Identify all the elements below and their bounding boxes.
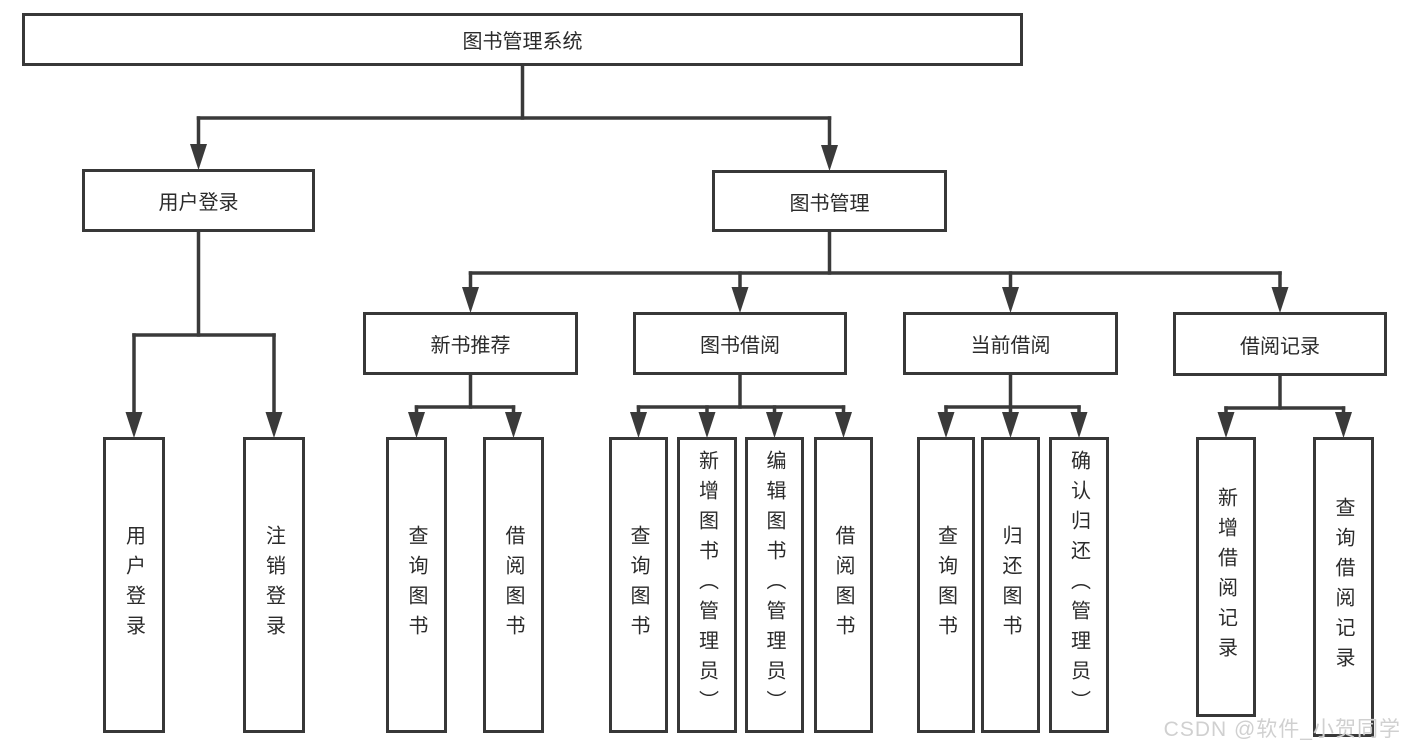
arrowhead-icon (1271, 287, 1289, 313)
node-leaf-logout: 注销登录 (243, 437, 305, 733)
arrowhead-icon (125, 412, 143, 438)
node-leaf-query-book-3: 查询图书 (917, 437, 975, 733)
arrowhead-icon (505, 412, 522, 438)
node-root: 图书管理系统 (22, 13, 1023, 66)
arrowhead-icon (630, 412, 647, 438)
arrowhead-icon (1070, 412, 1088, 438)
arrowhead-icon (408, 412, 425, 438)
node-leaf-add-record: 新增借阅记录 (1196, 437, 1256, 717)
node-book-borrow: 图书借阅 (633, 312, 847, 375)
node-current-borrow: 当前借阅 (903, 312, 1118, 375)
arrowhead-icon (1002, 287, 1019, 313)
arrowhead-icon (265, 412, 283, 438)
node-leaf-user-login: 用户登录 (103, 437, 165, 733)
arrowhead-icon (462, 287, 479, 313)
arrowhead-icon (1002, 412, 1019, 438)
node-leaf-edit-book: 编辑图书（管理员） (745, 437, 804, 733)
node-new-book-rec: 新书推荐 (363, 312, 578, 375)
node-leaf-query-record: 查询借阅记录 (1313, 437, 1374, 737)
arrowhead-icon (766, 412, 783, 438)
node-user-login: 用户登录 (82, 169, 315, 232)
arrowhead-icon (835, 412, 852, 438)
arrowhead-icon (937, 412, 955, 438)
arrowhead-icon (731, 287, 749, 313)
node-borrow-record: 借阅记录 (1173, 312, 1387, 376)
node-leaf-query-book-2: 查询图书 (609, 437, 668, 733)
arrowhead-icon (1335, 412, 1352, 438)
node-leaf-add-book: 新增图书（管理员） (677, 437, 737, 733)
watermark: CSDN @软件_小贺同学 (1163, 718, 1401, 741)
arrowhead-icon (1217, 412, 1235, 438)
node-leaf-confirm-return: 确认归还（管理员） (1049, 437, 1109, 733)
node-leaf-query-book-1: 查询图书 (386, 437, 447, 733)
node-book-mgmt: 图书管理 (712, 170, 947, 232)
arrowhead-icon (190, 144, 207, 170)
node-leaf-borrow-book-1: 借阅图书 (483, 437, 544, 733)
node-leaf-borrow-book-2: 借阅图书 (814, 437, 873, 733)
arrowhead-icon (821, 145, 838, 171)
node-leaf-return-book: 归还图书 (981, 437, 1040, 733)
arrowhead-icon (698, 412, 716, 438)
